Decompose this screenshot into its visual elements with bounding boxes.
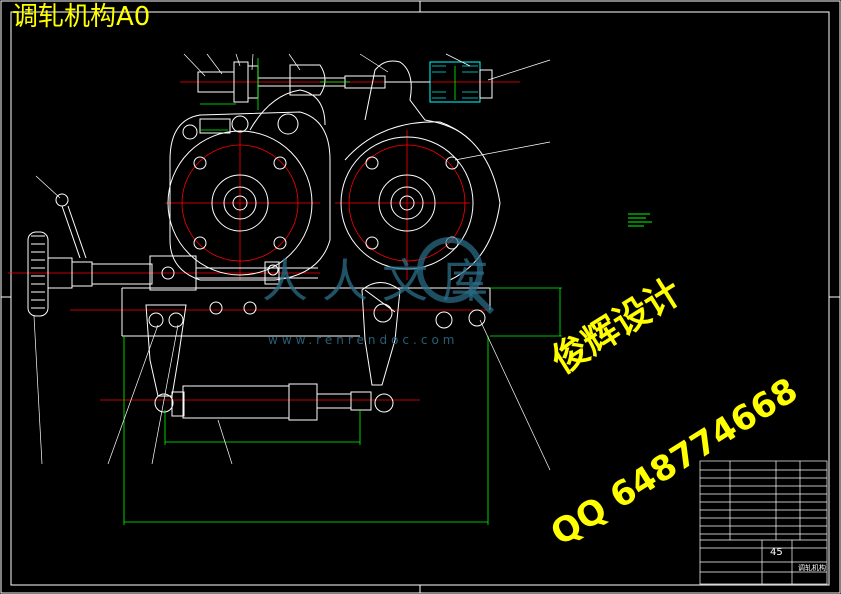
drawing-title: 调轧机构A0 bbox=[12, 2, 151, 32]
watermark-logo bbox=[417, 237, 495, 315]
nut-hatching bbox=[432, 65, 478, 99]
watermark-site: www.renrendoc.com bbox=[268, 333, 459, 347]
small-label-block bbox=[628, 213, 652, 227]
watermark-site-cn: 人人文库 bbox=[262, 254, 502, 308]
handwheel-assembly bbox=[27, 193, 318, 317]
title-block-drawing-name: 调轧机构 bbox=[798, 564, 826, 572]
left-roll-assembly bbox=[167, 89, 331, 281]
right-roll-assembly bbox=[340, 60, 501, 281]
centerlines bbox=[8, 81, 520, 401]
title-block-material: 45 bbox=[770, 547, 783, 558]
top-screw-assembly bbox=[197, 61, 493, 103]
leader-lines bbox=[33, 53, 551, 471]
dimension-lines bbox=[123, 58, 562, 525]
title-block bbox=[699, 460, 828, 585]
